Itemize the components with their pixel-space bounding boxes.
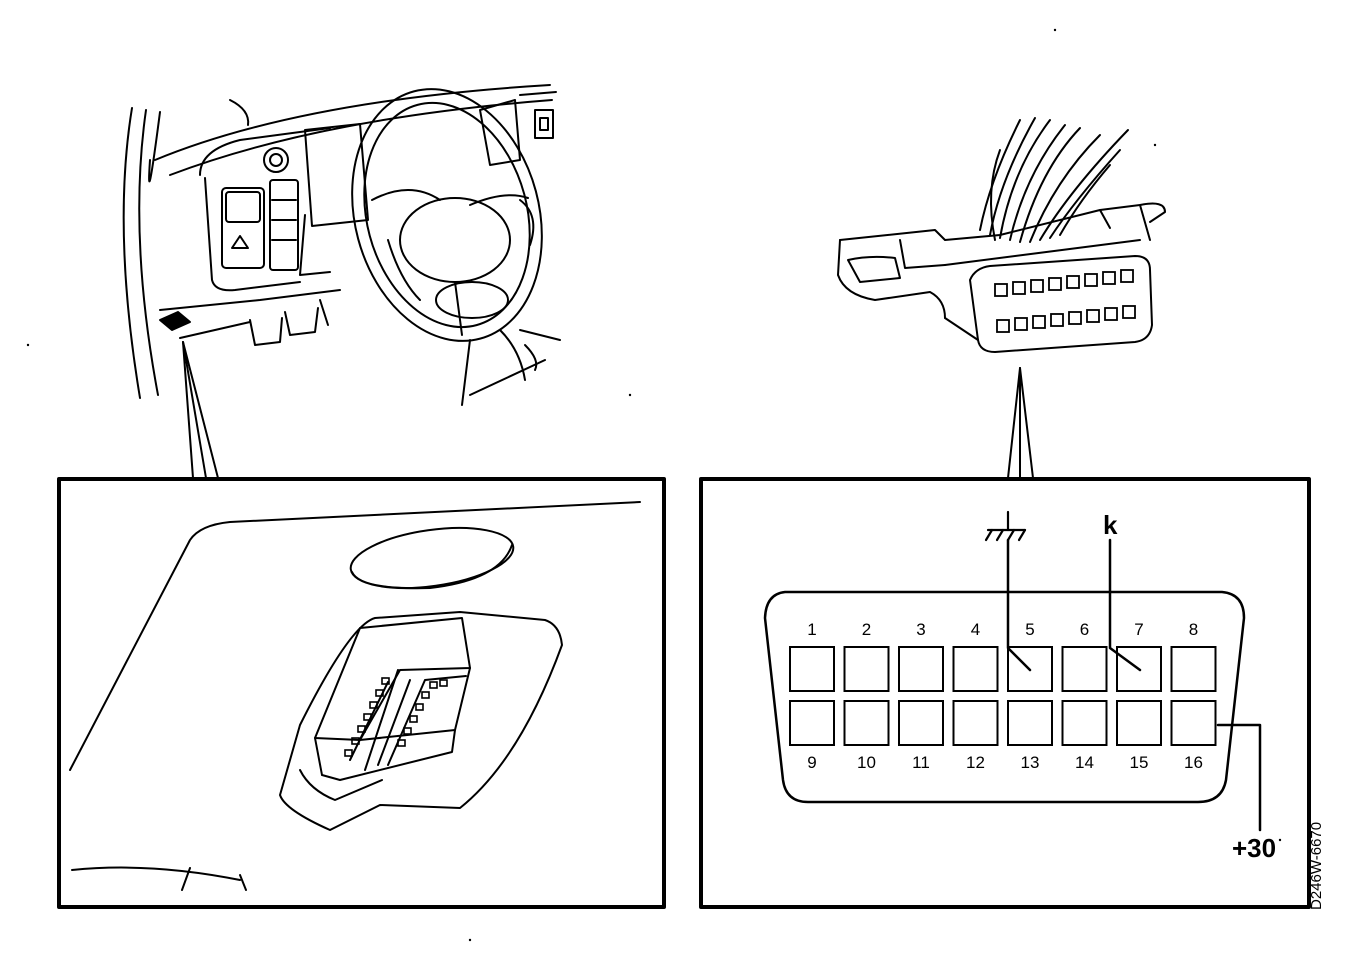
k-line-leader [1108,538,1142,672]
pin-10-cavity [843,700,890,746]
pin-4-cavity [952,646,999,692]
drawing-code: D246W-6670 [1308,821,1325,910]
pin-label: 1 [807,620,817,639]
pin-label: 4 [970,620,981,639]
pin-11-cavity [898,700,944,746]
pinout-inset [699,477,1311,909]
pin-14-cavity [1061,700,1108,746]
pin-label: 10 [857,753,876,772]
pin-8-cavity [1170,646,1217,692]
pin-16-cavity [1170,700,1217,746]
pin-label: 3 [916,620,926,639]
battery-leader-line [1216,723,1262,832]
battery-plus-30-label: +30 [1232,833,1277,863]
connector-outline [763,590,1246,804]
pinout-pointer [1007,367,1034,479]
pin-label: 6 [1079,620,1090,639]
pin-label: 14 [1075,753,1094,772]
pin-label: 2 [861,620,872,639]
pin-grid [789,646,1217,746]
pin-2-cavity [843,646,890,692]
pin-9-cavity [789,700,835,746]
pin-7-cavity [1116,646,1162,692]
pin-label: 5 [1025,620,1035,639]
pin-label: 7 [1134,620,1144,639]
pin-5-cavity [1007,646,1053,692]
pin-label: 15 [1129,753,1149,772]
ground-leader-line [1006,538,1032,672]
pin-12-cavity [952,700,999,746]
pin-6-cavity [1061,646,1108,692]
pin-3-cavity [898,646,944,692]
pin-label: 16 [1184,753,1203,772]
pin-label: 13 [1020,753,1040,772]
pin-label: 11 [912,753,930,772]
connector-illustration [837,117,1166,353]
pin-label: 12 [966,753,985,772]
connector-location-inset [57,477,666,909]
k-line-label: k [1103,510,1118,540]
pin-label: 9 [807,753,817,772]
pin-label: 8 [1188,620,1199,639]
pin-1-cavity [789,646,835,692]
pin-15-cavity [1116,700,1162,746]
connector-face-cavities [994,269,1136,333]
ground-icon [984,510,1027,542]
dashboard-illustration [122,84,561,479]
pin-13-cavity [1007,700,1053,746]
print-specks [26,28,1282,942]
